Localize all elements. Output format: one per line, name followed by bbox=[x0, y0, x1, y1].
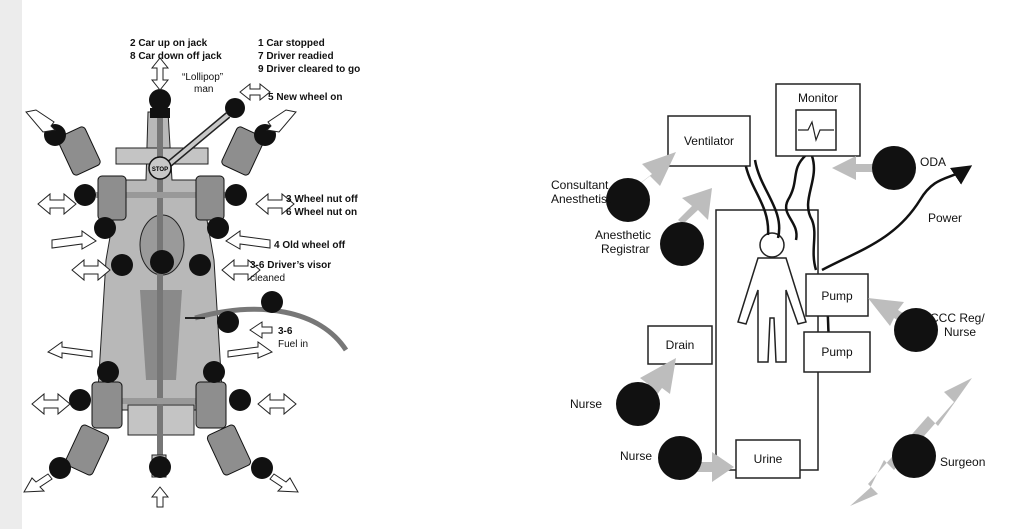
heartbeat-icon bbox=[798, 120, 834, 143]
ventilator-label: Ventilator bbox=[684, 134, 734, 148]
crew-arrow bbox=[269, 473, 299, 493]
theatre-people bbox=[606, 146, 938, 480]
person-surgeon bbox=[892, 434, 936, 478]
pump-box-2 bbox=[803, 331, 871, 373]
crew-member bbox=[225, 98, 245, 118]
jack-arrow bbox=[150, 486, 170, 508]
person-nurse-1 bbox=[616, 382, 660, 426]
label-oda: ODA bbox=[920, 155, 946, 169]
crew-arrow bbox=[71, 258, 111, 282]
label-new-wheel: 5 New wheel on bbox=[268, 92, 342, 103]
crew-arrow bbox=[31, 392, 71, 416]
power-cable bbox=[821, 165, 973, 272]
label-old-wheel: 4 Old wheel off bbox=[274, 240, 346, 251]
label-nurse-2: Nurse bbox=[620, 449, 652, 463]
monitor-label: Monitor bbox=[798, 91, 838, 105]
theatre-diagram: Ventilator Monitor Pump Pump Drain Urine bbox=[551, 83, 985, 506]
left-page-margin bbox=[0, 0, 22, 529]
crew-arrow bbox=[37, 192, 77, 216]
crew-member bbox=[149, 456, 171, 478]
crew-member bbox=[217, 311, 239, 333]
crew-member bbox=[49, 457, 71, 479]
pump-label-1: Pump bbox=[821, 289, 853, 303]
pitstop-diagram: STOP bbox=[23, 38, 360, 508]
crew-member bbox=[111, 254, 133, 276]
jack-arrow bbox=[150, 57, 170, 91]
crew-member bbox=[251, 457, 273, 479]
drain-box bbox=[647, 325, 713, 365]
crew-member bbox=[97, 361, 119, 383]
arrow-oda bbox=[832, 156, 874, 180]
label-lollipop: “Lollipop” bbox=[182, 72, 223, 83]
crew-member bbox=[74, 184, 96, 206]
label-visor-cleaned: cleaned bbox=[250, 273, 285, 284]
lollipop-sign: STOP bbox=[148, 112, 231, 180]
crew-arrow bbox=[257, 392, 297, 416]
person-ccc bbox=[894, 308, 938, 352]
crew-member bbox=[69, 389, 91, 411]
drain-label: Drain bbox=[666, 338, 695, 352]
urine-box bbox=[735, 439, 801, 479]
label-nut-off: 3 Wheel nut off bbox=[286, 194, 358, 205]
label-nurse-1: Nurse bbox=[570, 397, 602, 411]
label-car-stopped: 1 Car stopped bbox=[258, 38, 325, 49]
label-car-down: 8 Car down off jack bbox=[130, 51, 222, 62]
crew-member bbox=[94, 217, 116, 239]
crew-arrow bbox=[23, 473, 53, 493]
ventilator-box bbox=[667, 115, 751, 167]
crew-member bbox=[149, 89, 171, 111]
label-consultant: Consultant bbox=[551, 178, 609, 192]
operating-table bbox=[715, 209, 819, 471]
crew-arrow bbox=[46, 341, 93, 359]
crew-arrow bbox=[51, 230, 97, 250]
person-oda bbox=[872, 146, 916, 190]
label-lollipop-man: man bbox=[194, 84, 213, 95]
arrow-nurse-urine bbox=[684, 452, 734, 482]
urine-label: Urine bbox=[754, 452, 783, 466]
label-driver-readied: 7 Driver readied bbox=[258, 51, 334, 62]
crew-arrow bbox=[255, 192, 295, 216]
label-power: Power bbox=[928, 211, 962, 225]
label-visor: 3-6 Driver’s visor bbox=[250, 260, 331, 271]
pump-box-1 bbox=[805, 273, 869, 317]
crew-arrow bbox=[249, 321, 273, 339]
patient-figure bbox=[737, 232, 807, 363]
label-anesthetic: Anesthetic bbox=[595, 228, 651, 242]
crew-arrow bbox=[265, 109, 297, 133]
stop-text: STOP bbox=[152, 167, 168, 173]
person-consultant bbox=[606, 178, 650, 222]
crew-arrow bbox=[239, 82, 271, 102]
label-registrar: Registrar bbox=[601, 242, 650, 256]
crew-member bbox=[150, 108, 170, 118]
label-ccc-reg: CCC Reg/ bbox=[930, 311, 985, 325]
crew-member bbox=[229, 389, 251, 411]
pitstop-crew bbox=[44, 89, 283, 479]
crew-member bbox=[261, 291, 283, 313]
arrow-consultant bbox=[632, 152, 676, 190]
label-fuel-in: Fuel in bbox=[278, 339, 308, 350]
label-nut-on: 6 Wheel nut on bbox=[286, 207, 357, 218]
label-anesthetist: Anesthetist bbox=[551, 192, 611, 206]
pump-label-2: Pump bbox=[821, 345, 853, 359]
crew-member bbox=[207, 217, 229, 239]
pitstop-car bbox=[57, 110, 349, 478]
label-surgeon: Surgeon bbox=[940, 455, 985, 469]
person-registrar bbox=[660, 222, 704, 266]
crew-arrow bbox=[227, 341, 274, 359]
label-fuel-number: 3-6 bbox=[278, 326, 293, 337]
crew-arrow bbox=[25, 109, 57, 133]
label-ccc-nurse: Nurse bbox=[944, 325, 976, 339]
crew-arrow bbox=[221, 258, 261, 282]
crew-arrow bbox=[225, 230, 271, 250]
crew-member bbox=[189, 254, 211, 276]
arrow-registrar bbox=[678, 188, 712, 224]
label-car-up: 2 Car up on jack bbox=[130, 38, 208, 49]
pitstop-motion-arrows bbox=[23, 57, 299, 508]
driver-helmet bbox=[150, 250, 174, 274]
crew-member bbox=[225, 184, 247, 206]
crew-member bbox=[203, 361, 225, 383]
person-nurse-2 bbox=[658, 436, 702, 480]
label-driver-cleared: 9 Driver cleared to go bbox=[258, 64, 360, 75]
